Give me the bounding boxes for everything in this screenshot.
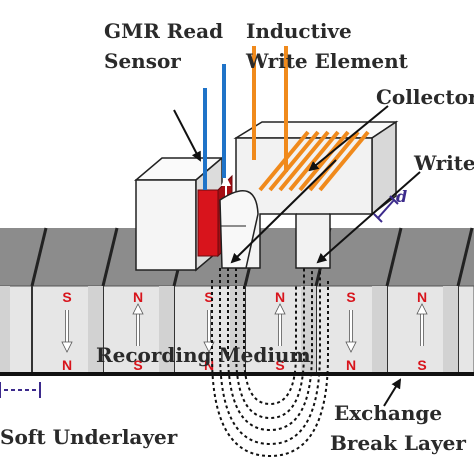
collector-coil: [252, 46, 370, 192]
write-label: Write: [413, 151, 474, 175]
exchange-label-line2: Break Layer: [330, 431, 466, 455]
grain-shading: [0, 286, 458, 374]
return-pole-side: [371, 120, 397, 216]
magnetization-arrow-down: [61, 310, 73, 353]
magnetization-arrow-up: [132, 303, 144, 346]
gmr-label-line1: GMR Read: [104, 19, 223, 43]
callout-arrows: [173, 105, 421, 407]
collector-label: Collector: [376, 85, 474, 109]
grain-top-pole-label: N: [133, 289, 143, 305]
grain-top-pole-label: S: [204, 289, 213, 305]
exchange-label-line1: Exchange: [334, 401, 442, 425]
grain-bottom-pole-label: S: [133, 357, 142, 373]
flux-field-lines: [211, 268, 329, 458]
grain-top-pole-label: S: [346, 289, 355, 305]
collector-callout-arrow: [308, 105, 389, 172]
grain-bottom-pole-label: N: [62, 357, 72, 373]
magnetization-arrow-down: [345, 310, 357, 353]
write-callout-arrow-2: [316, 171, 421, 264]
sensor-front: [197, 189, 219, 257]
soft-underlayer-label: Soft Underlayer: [0, 425, 178, 449]
gap-dimension: [373, 195, 399, 223]
grain-top-pole-label: N: [417, 289, 427, 305]
magnetization-arrow-up: [274, 303, 286, 346]
gmr-label-line2: Sensor: [104, 49, 181, 73]
grain-top-pole-label: S: [62, 289, 71, 305]
magnetic-grains: S N N S S N N S S N N S: [61, 289, 428, 373]
gmr-callout-arrow: [173, 109, 201, 162]
inductive-label-line2: Write Element: [245, 49, 409, 73]
read-leads: [203, 64, 226, 190]
recording-medium-label: Recording Medium: [96, 343, 311, 367]
grain-bottom-pole-label: N: [204, 357, 214, 373]
grain-bottom-pole-label: S: [417, 357, 426, 373]
shield-front: [135, 179, 197, 271]
inductive-label-line1: Inductive: [246, 19, 352, 43]
write-callout-arrow-1: [230, 159, 337, 264]
exchange-callout-arrow: [383, 378, 402, 407]
soft-underlayer-region: [0, 376, 474, 474]
main-write-pole: [219, 190, 259, 269]
underlayer-dimension: [0, 382, 41, 398]
magnetization-arrow-up: [416, 303, 428, 346]
d-label: d: [396, 187, 407, 206]
grain-top-pole-label: N: [275, 289, 285, 305]
grain-bottom-pole-label: S: [275, 357, 284, 373]
grain-bottom-pole-label: N: [346, 357, 356, 373]
